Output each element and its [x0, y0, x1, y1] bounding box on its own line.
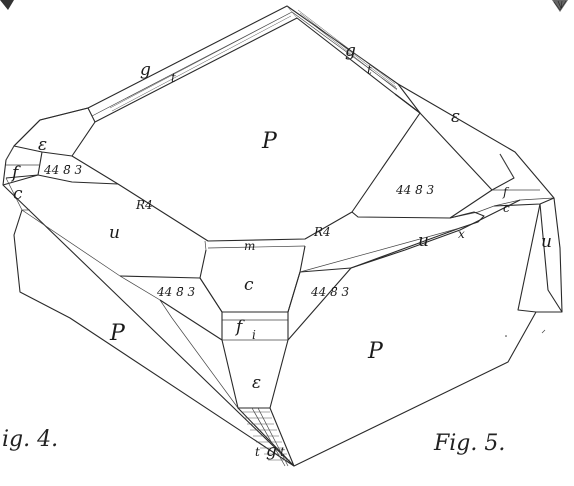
label-eps-right: ε	[451, 107, 460, 127]
stray-mark	[541, 329, 546, 334]
label-index-right-lower: 44 8̄ 3	[310, 285, 350, 299]
label-g-top-left: g	[140, 60, 151, 80]
stray-dot	[505, 335, 507, 337]
edge-m-left	[204, 240, 207, 251]
label-i-center: i	[252, 328, 256, 342]
label-P-right: P	[367, 339, 384, 364]
label-eps-bottom: ε	[252, 373, 261, 393]
face-P-top-edges	[71, 93, 421, 242]
label-c-center: c	[244, 275, 254, 295]
label-f-left: f	[10, 163, 21, 183]
caption-fig-5: Fig. 5.	[433, 431, 505, 456]
label-R4-right: R4	[313, 225, 331, 239]
caption-fig-4: ig. 4.	[2, 427, 58, 452]
crystal-outline	[2, 5, 563, 467]
label-g-top-right: g	[345, 41, 356, 61]
label-t-bottom-right: t	[280, 445, 285, 459]
label-m-center: m	[244, 239, 255, 253]
label-u-right: u	[541, 232, 552, 252]
label-P-left: P	[109, 321, 126, 346]
label-c-left: c	[13, 184, 23, 204]
label-eps-left: ε	[38, 135, 47, 155]
label-t-bottom-left: t	[255, 445, 260, 459]
label-u-mid: u	[418, 231, 429, 251]
corner-mark-left	[0, 0, 14, 10]
label-index-left-upper: 44 8̄ 3	[43, 163, 83, 177]
edge-m-lower	[207, 245, 306, 249]
label-t-top-right: t	[367, 63, 372, 77]
top-band	[91, 5, 398, 123]
label-g-bottom: g	[266, 441, 277, 461]
label-t-top-left: t	[171, 71, 176, 85]
label-index-right-upper: 44 8̄ 3	[395, 183, 435, 197]
left-upper-faces	[2, 107, 173, 319]
label-x-right: x	[458, 227, 465, 241]
label-index-left-lower: 44 8̄ 3	[156, 285, 196, 299]
label-u-left: u	[109, 223, 120, 243]
label-P-top: P	[261, 129, 278, 154]
label-R4-left: R4	[135, 198, 153, 212]
corner-mark-right	[552, 0, 568, 12]
right-faces	[299, 83, 563, 313]
label-c-right: c	[503, 201, 510, 215]
bottom-band	[237, 407, 295, 467]
label-f-center: f	[234, 317, 245, 337]
face-labels: P P P u u u c c c f f f i ε ε ε m x R4 R…	[10, 41, 552, 461]
lower-left-faces	[13, 209, 295, 467]
label-f-right: f	[502, 185, 510, 199]
